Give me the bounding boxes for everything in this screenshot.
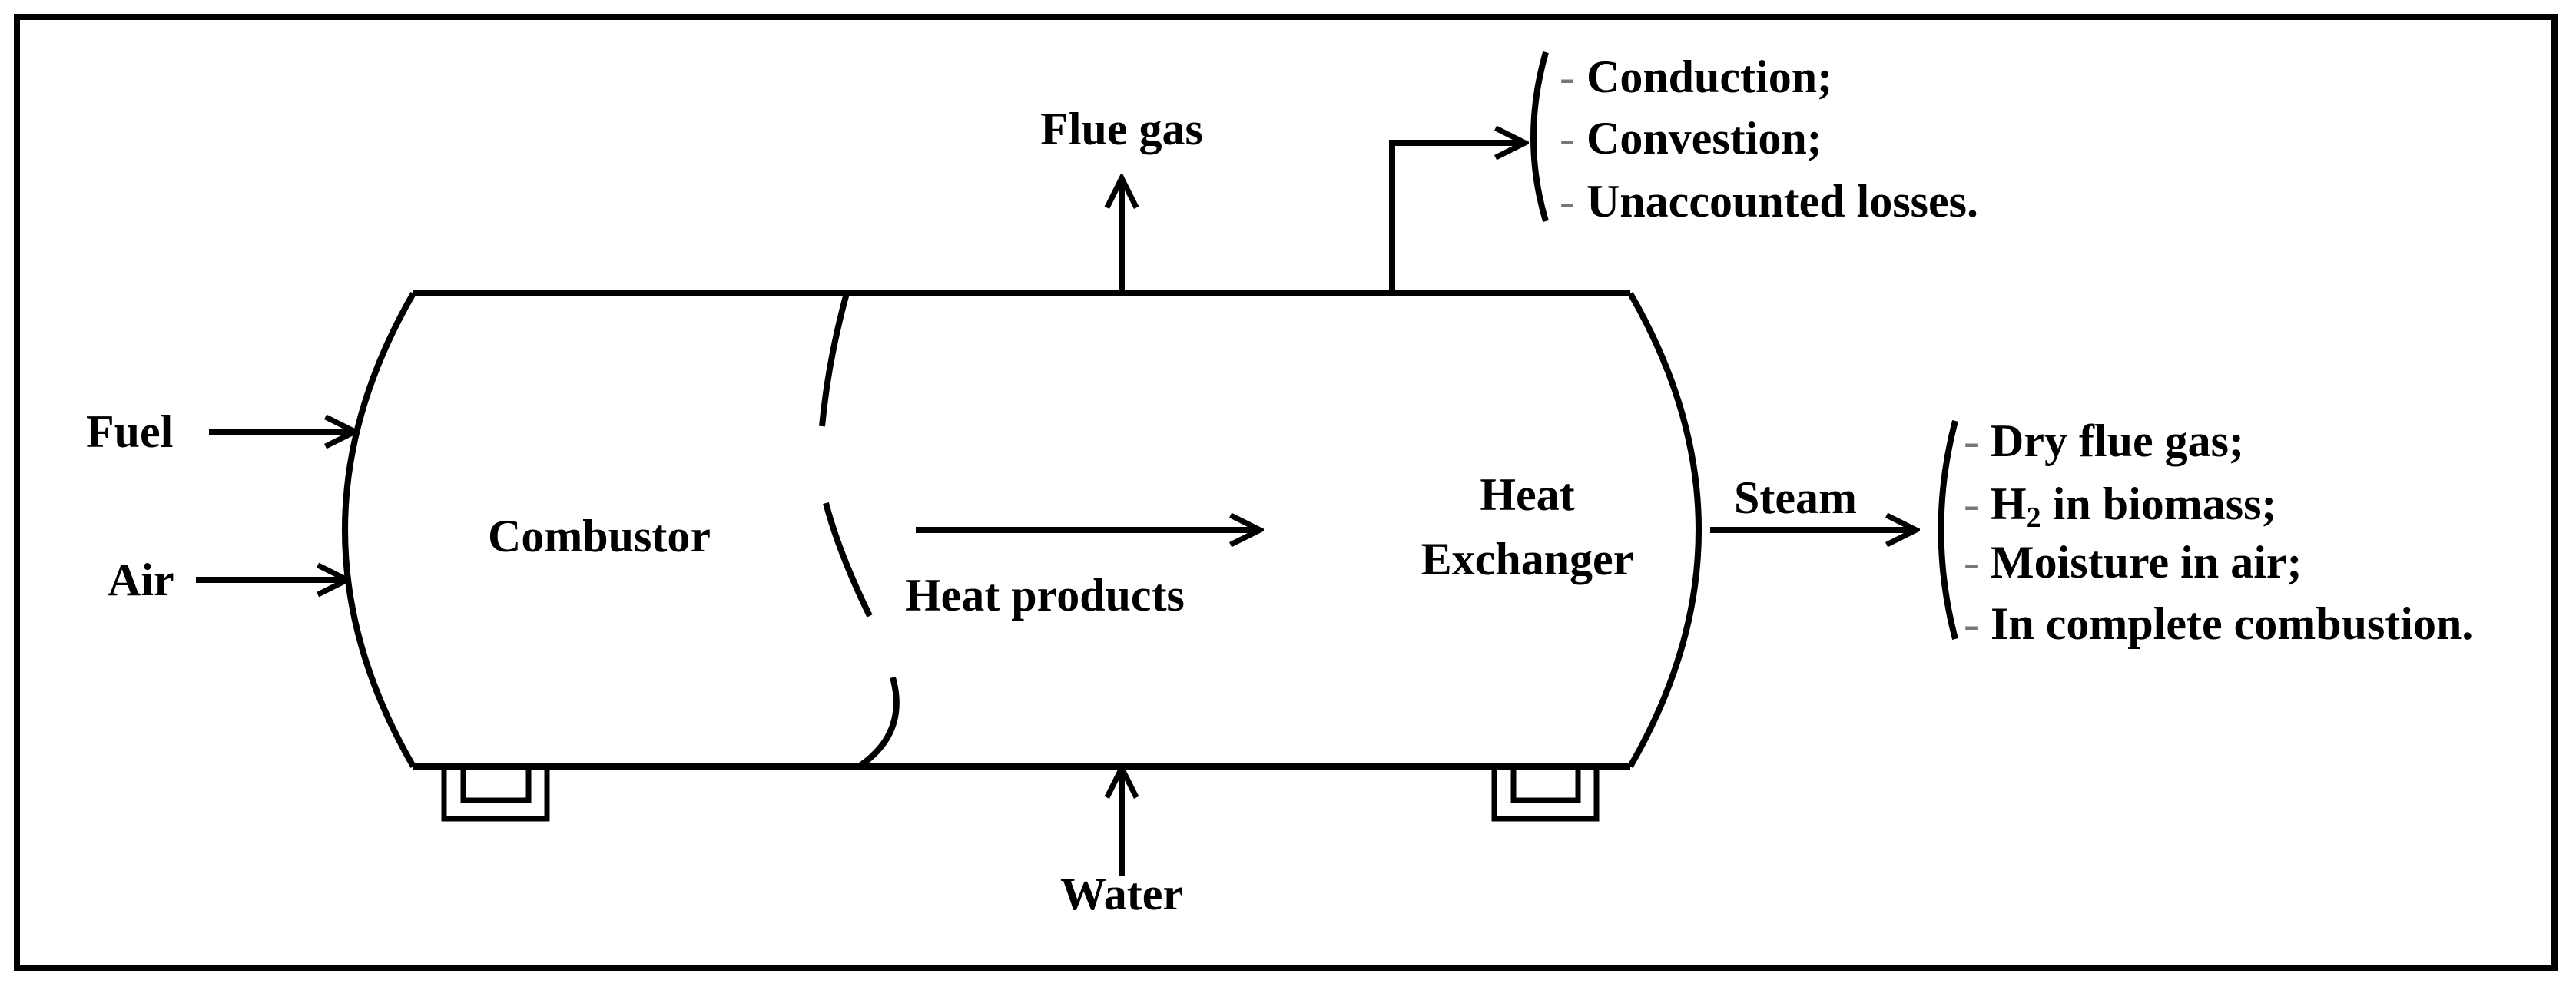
list-dash: - bbox=[1964, 478, 1979, 529]
h2-subscript: 2 bbox=[2026, 502, 2041, 534]
wall-loss-text: Unaccounted losses. bbox=[1586, 176, 1979, 227]
heat-exchanger-label-line1: Heat bbox=[1480, 469, 1575, 520]
steam-loss-h2: - H2 in biomass; bbox=[1964, 478, 2277, 532]
wall-loss-convection: - Convestion; bbox=[1560, 115, 1822, 161]
steam-loss-incomplete: - In complete combustion. bbox=[1964, 601, 2473, 647]
flue-gas-label: Flue gas bbox=[1040, 104, 1203, 154]
wall-loss-conduction: - Conduction; bbox=[1560, 54, 1832, 100]
section-divider bbox=[819, 292, 900, 770]
divider-segment-middle bbox=[823, 502, 873, 618]
wall-loss-text: Convestion; bbox=[1586, 113, 1822, 164]
heat-products-label: Heat products bbox=[905, 570, 1185, 621]
list-dash: - bbox=[1964, 598, 1979, 649]
wall-loss-text: Conduction; bbox=[1586, 51, 1833, 102]
list-dash: - bbox=[1560, 176, 1575, 227]
list-dash: - bbox=[1560, 51, 1575, 102]
divider-segment-top bbox=[819, 292, 850, 427]
vessel-right-cap bbox=[1627, 292, 1702, 768]
support-feet bbox=[441, 767, 1600, 822]
heat-exchanger-label-line2: Exchanger bbox=[1421, 534, 1634, 584]
steam-loss-dry-flue-gas: - Dry flue gas; bbox=[1964, 418, 2244, 464]
air-label: Air bbox=[108, 555, 174, 605]
steam-label: Steam bbox=[1734, 472, 1857, 523]
list-dash: - bbox=[1560, 113, 1575, 164]
vessel-left-cap bbox=[342, 292, 416, 768]
support-foot-left-outer bbox=[441, 767, 550, 822]
support-foot-right-outer bbox=[1491, 767, 1600, 822]
list-dash: - bbox=[1964, 416, 1979, 466]
h2-suffix: in biomass; bbox=[2041, 478, 2277, 529]
steam-loss-text: Moisture in air; bbox=[1990, 537, 2302, 588]
water-label: Water bbox=[1060, 869, 1183, 919]
combustor-label: Combustor bbox=[488, 511, 711, 561]
vessel-body bbox=[342, 290, 1702, 770]
wall-loss-unaccounted: - Unaccounted losses. bbox=[1560, 178, 1978, 224]
steam-loss-text: In complete combustion. bbox=[1990, 598, 2474, 649]
flow-arrows bbox=[196, 143, 1916, 876]
outer-frame bbox=[14, 14, 2558, 971]
support-foot-left-inner bbox=[460, 767, 532, 803]
h2-prefix: H bbox=[1990, 478, 2027, 529]
steam-losses-bracket bbox=[1938, 419, 1958, 641]
support-foot-right-inner bbox=[1510, 767, 1581, 803]
divider-segment-bottom bbox=[857, 676, 900, 770]
wall-losses-arrow bbox=[1389, 143, 1525, 293]
steam-loss-text: Dry flue gas; bbox=[1990, 416, 2244, 466]
list-dash: - bbox=[1964, 537, 1979, 588]
steam-loss-moisture: - Moisture in air; bbox=[1964, 539, 2302, 585]
list-brackets bbox=[1530, 51, 1958, 641]
wall-losses-bracket bbox=[1530, 51, 1549, 223]
fuel-label: Fuel bbox=[86, 406, 174, 457]
